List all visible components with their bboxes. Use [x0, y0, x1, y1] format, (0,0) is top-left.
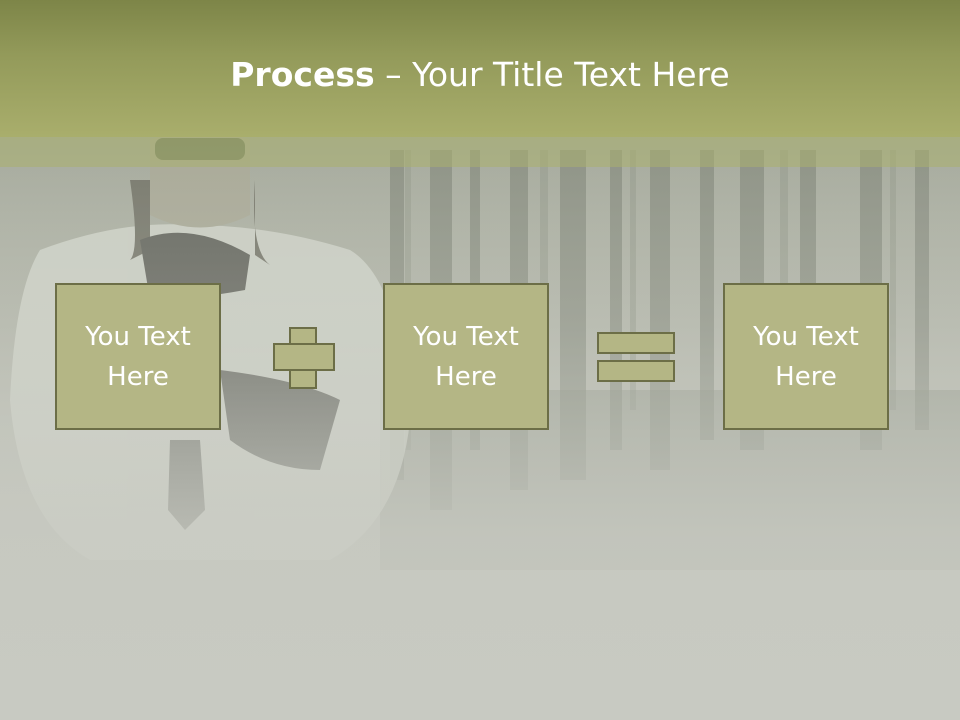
title-rest: – Your Title Text Here [374, 55, 730, 94]
process-box-1-text: You Text Here [85, 321, 191, 392]
process-box-2-text: You Text Here [413, 321, 519, 392]
plus-icon-center [291, 345, 315, 369]
process-box-1[interactable]: You Text Here [55, 283, 221, 430]
equals-icon-top-bar [597, 332, 675, 354]
slide-title: Process – Your Title Text Here [0, 54, 960, 96]
title-strip [0, 137, 960, 167]
equals-icon-bottom-bar [597, 360, 675, 382]
title-bold: Process [230, 55, 375, 94]
title-bar [0, 0, 960, 137]
process-box-3-text: You Text Here [753, 321, 859, 392]
process-box-2[interactable]: You Text Here [383, 283, 549, 430]
process-box-3[interactable]: You Text Here [723, 283, 889, 430]
